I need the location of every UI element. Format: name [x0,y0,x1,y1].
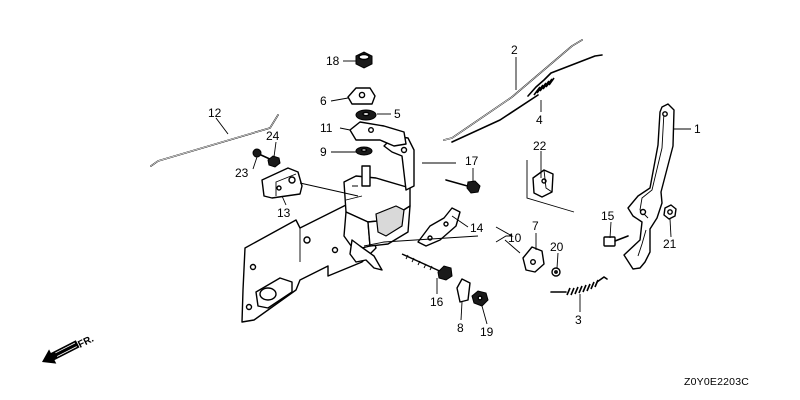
part-20-nut [551,267,561,277]
leader-lines [215,57,691,325]
part-3-spring [550,276,608,296]
part-8-plate [456,278,471,303]
callout-7: 7 [532,219,539,233]
part-7-link [522,246,545,273]
front-label: FR. [76,333,96,350]
callout-3: 3 [575,313,582,327]
callout-17: 17 [465,154,479,168]
part-1-lever [623,103,675,270]
part-2-rod [443,39,583,143]
callout-8: 8 [457,321,464,335]
front-direction-marker: FR. [42,333,96,364]
callout-6: 6 [320,94,327,108]
callout-5: 5 [394,107,401,121]
callout-22: 22 [533,139,547,153]
control-block [343,165,411,271]
part-18-nut [355,51,373,69]
callout-24: 24 [266,129,280,143]
base-plate [241,204,377,323]
callout-14: 14 [470,221,484,235]
callout-23: 23 [235,166,249,180]
callout-10: 10 [508,231,522,245]
callout-19: 19 [480,325,494,339]
callout-1: 1 [694,122,701,136]
front-arrow-icon [42,340,80,364]
part-13-bracket [261,167,303,199]
callout-9: 9 [320,145,327,159]
callout-16: 16 [430,295,444,309]
callout-11: 11 [320,121,333,135]
part-24-nut [267,155,281,168]
part-5-washer [355,109,377,121]
callouts: 18 6 5 11 9 12 24 23 13 2 4 1 17 22 15 2… [208,43,701,339]
callout-18: 18 [326,54,340,68]
callout-13: 13 [277,206,291,220]
part-19-nut [471,290,489,307]
drawing-code: Z0Y0E2203C [684,376,749,388]
callout-2: 2 [511,43,518,57]
part-23-screw [252,148,273,161]
part-11-lever [349,121,407,147]
part-16-bolt [401,253,453,281]
callout-21: 21 [663,237,677,251]
callout-12: 12 [208,106,222,120]
part-22-bracket [526,160,575,213]
part-14-arm [417,207,461,247]
callout-20: 20 [550,240,564,254]
callout-4: 4 [536,113,543,127]
part-21-nut [663,204,677,220]
part-17-bolt [445,179,481,194]
part-12-rod [150,114,279,167]
part-6-plate [347,87,376,105]
part-15-bolt [603,235,629,247]
part-4-spring [527,54,603,97]
part-9-washer [355,146,373,156]
callout-15: 15 [601,209,615,223]
